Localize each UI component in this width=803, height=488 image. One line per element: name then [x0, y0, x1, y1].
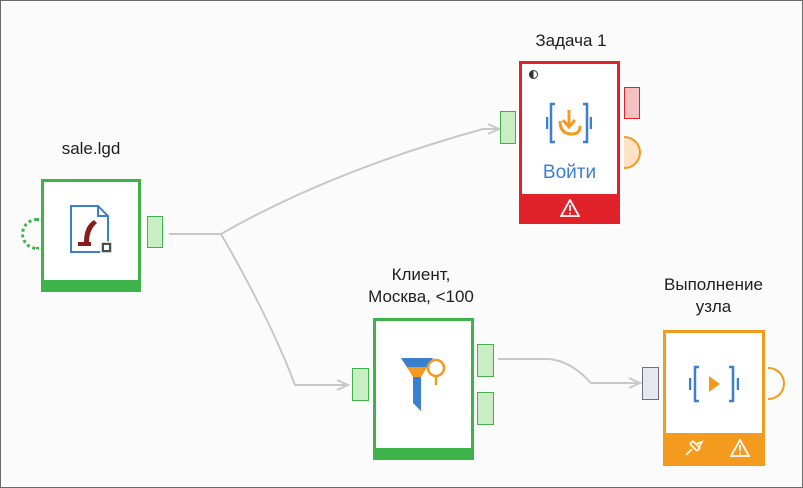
- pin-icon: [685, 440, 704, 456]
- node-filter[interactable]: [373, 318, 474, 460]
- node-label-exec: Выполнение узла: [664, 275, 763, 316]
- mode-indicator-icon: [529, 70, 538, 79]
- filter-icon: [401, 358, 446, 411]
- login-icon: [546, 102, 592, 144]
- input-port-exec[interactable]: [642, 367, 659, 400]
- node-task[interactable]: Войти: [519, 61, 620, 224]
- output-port-filter-false[interactable]: [477, 392, 494, 425]
- input-port-sale[interactable]: [21, 218, 39, 250]
- input-port-filter[interactable]: [352, 368, 369, 401]
- input-port-task[interactable]: [500, 111, 516, 144]
- link-sale-to-task: [169, 128, 498, 235]
- link-sale-to-filter-arrow: [336, 379, 351, 391]
- node-label-sale: sale.lgd: [61, 139, 121, 158]
- node-label-task: Задача 1: [535, 31, 607, 50]
- file-data-icon: [70, 205, 113, 254]
- play-icon: [689, 365, 739, 403]
- warning-icon: [730, 439, 750, 457]
- warning-icon: [560, 199, 580, 217]
- node-sale[interactable]: [41, 179, 141, 292]
- node-action-label: Войти: [542, 162, 597, 183]
- link-sale-to-task-arrow: [487, 123, 502, 135]
- node-label-filter: Клиент, Москва, <100: [368, 265, 474, 306]
- node-exec[interactable]: [663, 330, 765, 466]
- error-port-task[interactable]: [624, 87, 640, 119]
- output-port-sale[interactable]: [147, 216, 163, 248]
- link-filter-to-exec: [498, 358, 639, 384]
- link-sale-to-filter: [220, 233, 346, 386]
- link-filter-to-exec-arrow: [628, 377, 643, 389]
- node-status-bar: [666, 433, 762, 463]
- node-status-bar: [522, 194, 617, 221]
- output-port-filter-true[interactable]: [477, 344, 494, 377]
